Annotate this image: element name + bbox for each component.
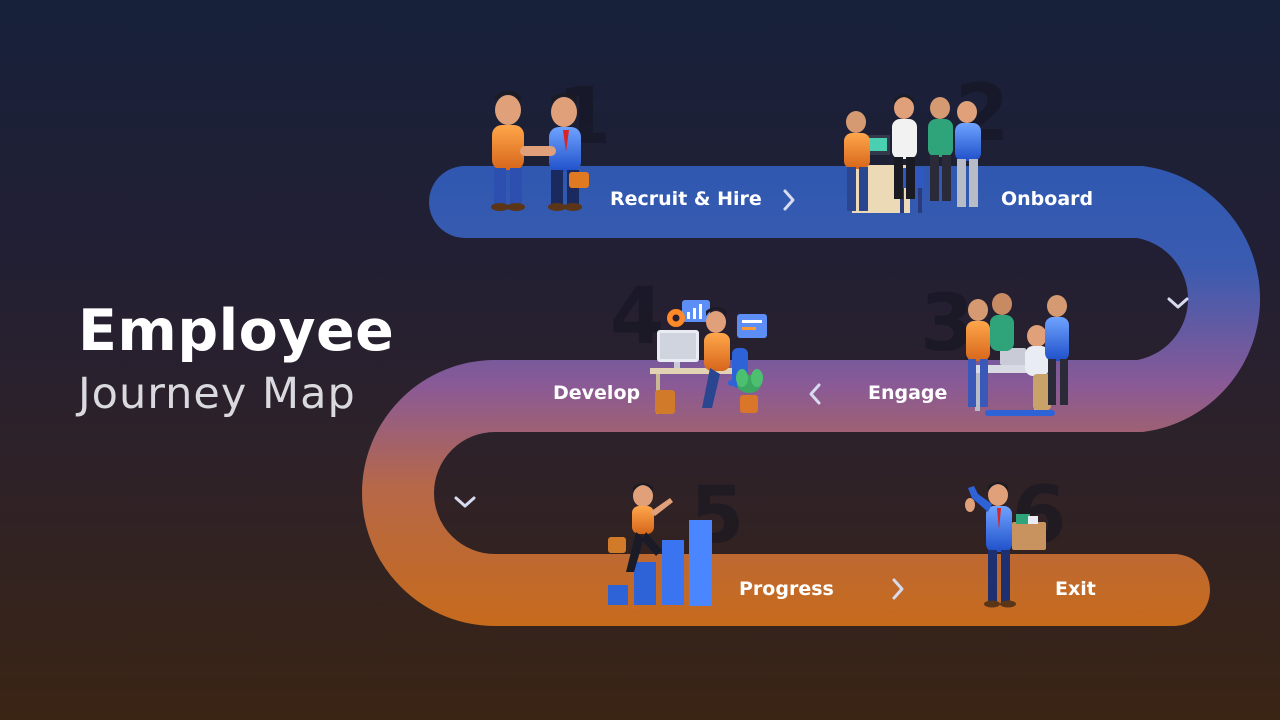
farewell-box-illustration: [965, 482, 1046, 608]
team-meeting-illustration: [966, 293, 1069, 416]
step-number-3: 3: [920, 279, 974, 369]
onboarding-team-illustration: [844, 95, 981, 213]
step-label-exit: Exit: [1055, 578, 1096, 600]
chevron-right-icon: [783, 189, 795, 211]
chevron-down-icon: [454, 496, 476, 508]
climbing-bars-illustration: [608, 483, 712, 606]
step-label-develop: Develop: [553, 382, 640, 404]
step-label-engage: Engage: [868, 382, 947, 404]
step-label-recruit-hire: Recruit & Hire: [610, 188, 762, 210]
step-label-progress: Progress: [739, 578, 834, 600]
developer-desk-illustration: [650, 300, 767, 414]
chevron-down-icon: [1167, 297, 1189, 309]
chevron-right-icon: [892, 578, 904, 600]
title-main: Employee: [78, 298, 395, 364]
chevron-left-icon: [809, 383, 821, 405]
handshake-illustration: [491, 91, 589, 211]
step-number-4: 4: [610, 272, 664, 362]
journey-road: [362, 166, 1261, 626]
step-label-onboard: Onboard: [1001, 188, 1093, 210]
title-subtitle: Journey Map: [78, 368, 356, 419]
title-block: Employee Journey Map: [78, 300, 394, 419]
